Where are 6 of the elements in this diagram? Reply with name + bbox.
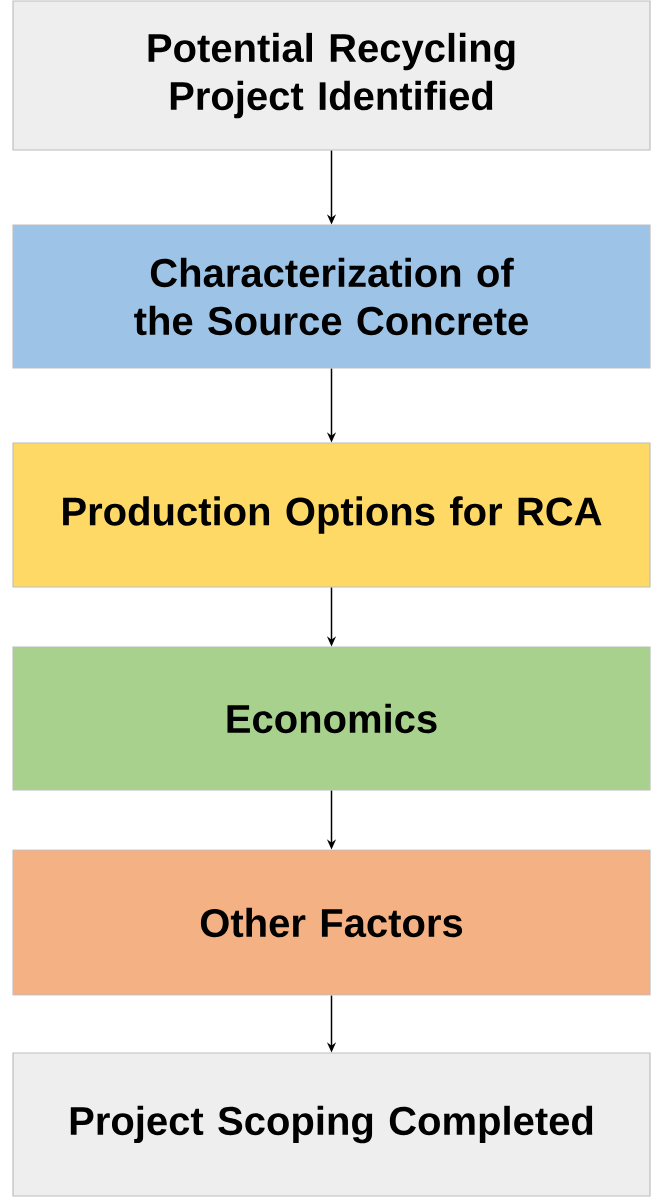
- process-box: Production Options for RCA: [12, 442, 651, 588]
- process-box: Potential Recycling Project Identified: [12, 0, 651, 151]
- process-box: Other Factors: [12, 849, 651, 996]
- process-box: Economics: [12, 646, 651, 791]
- process-box: Project Scoping Completed: [12, 1052, 651, 1197]
- process-box: Characterization of the Source Concrete: [12, 224, 651, 369]
